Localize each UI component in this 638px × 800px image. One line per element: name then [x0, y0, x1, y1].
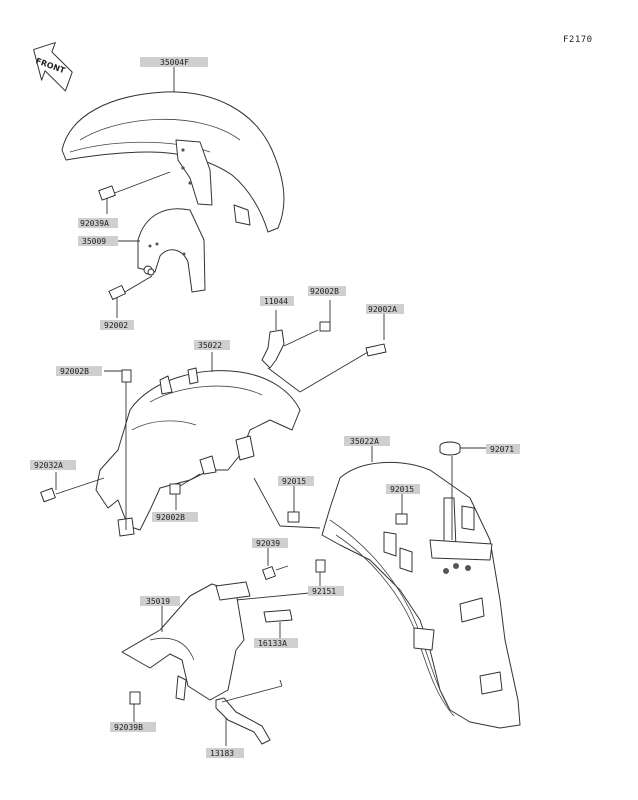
bolt-left-upper-drawing — [104, 369, 132, 530]
bolt-center-drawing — [169, 473, 201, 510]
bolt-front-fender-drawing — [98, 171, 171, 214]
screw-drawing — [235, 559, 326, 601]
label-text: 92071 — [490, 445, 514, 454]
label-92015-b: 92015 — [386, 484, 420, 494]
label-text: 35004F — [160, 58, 189, 67]
nut-a-drawing — [253, 477, 321, 529]
figure-code: F2170 — [563, 35, 593, 45]
label-35022A: 35022A — [344, 436, 390, 446]
label-text: 92039B — [114, 723, 143, 732]
label-text: 92151 — [312, 587, 336, 596]
label-35004F: 35004F — [140, 57, 208, 92]
label-92039: 92039 — [252, 538, 288, 548]
label-text: 35019 — [146, 597, 170, 606]
grommet-drawing — [439, 441, 488, 540]
label-16133A: 16133A — [254, 638, 298, 648]
label-35019: 35019 — [140, 596, 180, 606]
label-text: 92002B — [310, 287, 339, 296]
label-text: 92015 — [390, 485, 414, 494]
label-text: 11044 — [264, 297, 288, 306]
label-92015-a: 92015 — [278, 476, 314, 486]
plate-drawing — [263, 609, 293, 638]
rear-fender-front-drawing — [95, 352, 301, 537]
label-text: 92039 — [256, 539, 280, 548]
label-92071: 92071 — [486, 444, 520, 454]
label-92151: 92151 — [308, 586, 344, 596]
label-text: 92002B — [60, 367, 89, 376]
label-text: 92002 — [104, 321, 128, 330]
bolt-left-lower-drawing — [40, 472, 105, 503]
front-fender-drawing — [61, 91, 285, 233]
label-text: 35009 — [82, 237, 106, 246]
label-92002B-clamp: 92002B — [308, 286, 346, 296]
label-92032A: 92032A — [30, 460, 76, 470]
label-92039A: 92039A — [78, 218, 118, 228]
bolt-lower-drawing — [129, 691, 141, 722]
label-92002B-center: 92002B — [152, 512, 198, 522]
rear-fender-rear-drawing — [321, 446, 521, 729]
label-text: 35022 — [198, 341, 222, 350]
front-arrow: FRONT — [33, 42, 73, 92]
label-text: 92002A — [368, 305, 397, 314]
label-35022: 35022 — [194, 340, 230, 350]
label-92002B-left: 92002B — [56, 366, 102, 376]
stay-drawing — [215, 679, 283, 746]
label-92039B: 92039B — [110, 722, 156, 732]
label-text: 35022A — [350, 437, 379, 446]
label-text: 92039A — [80, 219, 109, 228]
label-text: 13183 — [210, 749, 234, 758]
label-text: 92002B — [156, 513, 185, 522]
label-text: 92032A — [34, 461, 63, 470]
label-13183: 13183 — [206, 748, 244, 758]
label-35009: 35009 — [78, 236, 140, 246]
label-92002A: 92002A — [366, 304, 404, 314]
label-text: 16133A — [258, 639, 287, 648]
clamp-drawing — [261, 300, 387, 393]
label-92002: 92002 — [100, 320, 134, 330]
label-11044: 11044 — [260, 296, 294, 306]
bolt-front-bracket-drawing — [108, 275, 153, 318]
nut-b-drawing — [395, 494, 408, 525]
inner-fender-drawing — [121, 581, 251, 701]
bolt-b-drawing — [262, 548, 289, 580]
fender-bracket-drawing — [137, 208, 206, 293]
label-text: 92015 — [282, 477, 306, 486]
